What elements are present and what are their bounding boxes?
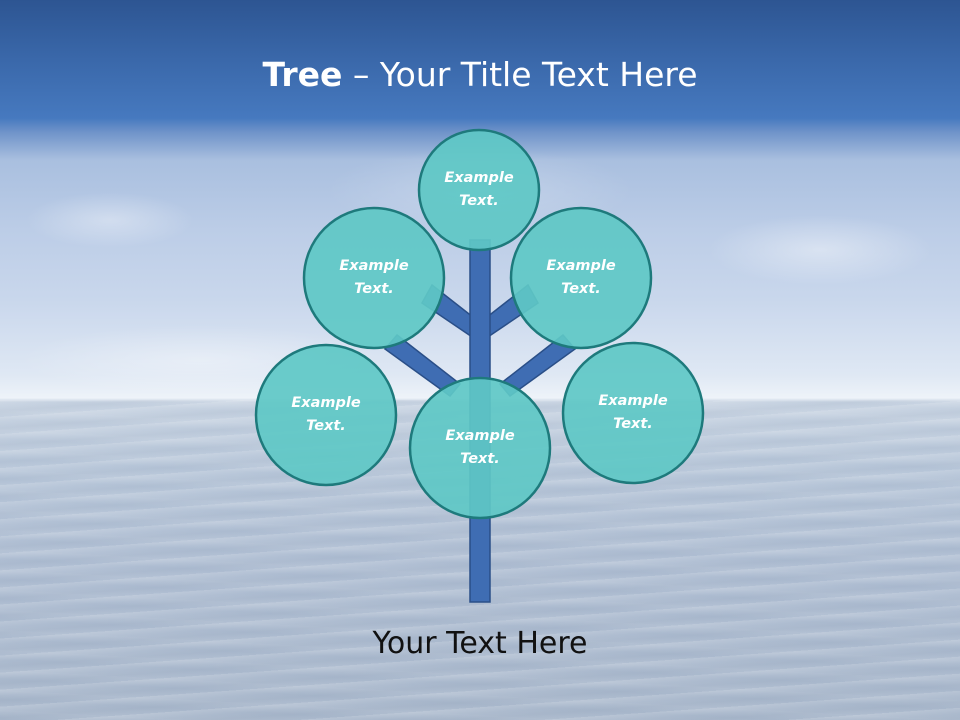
node-center-line2: Text. xyxy=(460,451,500,467)
node-upper-left-line1: Example xyxy=(339,258,409,274)
slide-title: Tree – Your Title Text Here xyxy=(0,52,960,98)
node-top-line2: Text. xyxy=(459,193,499,209)
node-upper-left-label: Example Text. xyxy=(319,255,429,301)
node-top-label: Example Text. xyxy=(424,167,534,213)
node-upper-right-line1: Example xyxy=(546,258,616,274)
node-top[interactable] xyxy=(417,128,541,252)
tree-nodes xyxy=(254,128,705,520)
node-top-line1: Example xyxy=(444,170,514,186)
node-upper-left[interactable] xyxy=(302,206,446,350)
node-center[interactable] xyxy=(408,376,552,520)
node-center-line1: Example xyxy=(445,428,515,444)
node-lower-right-label: Example Text. xyxy=(578,390,688,436)
node-lower-right-line1: Example xyxy=(598,393,668,409)
node-lower-left-line2: Text. xyxy=(306,418,346,434)
node-lower-right-line2: Text. xyxy=(613,416,653,432)
node-upper-right-line2: Text. xyxy=(561,281,601,297)
footer-text: Your Text Here xyxy=(372,626,588,661)
node-lower-left-line1: Example xyxy=(291,395,361,411)
node-lower-right[interactable] xyxy=(561,341,705,485)
node-center-label: Example Text. xyxy=(425,425,535,471)
node-lower-left-label: Example Text. xyxy=(271,392,381,438)
node-upper-right-label: Example Text. xyxy=(526,255,636,301)
node-lower-left[interactable] xyxy=(254,343,398,487)
node-upper-left-line2: Text. xyxy=(354,281,394,297)
title-bold-word: Tree xyxy=(262,55,343,94)
node-upper-right[interactable] xyxy=(509,206,653,350)
title-rest-text: – Your Title Text Here xyxy=(342,55,698,94)
